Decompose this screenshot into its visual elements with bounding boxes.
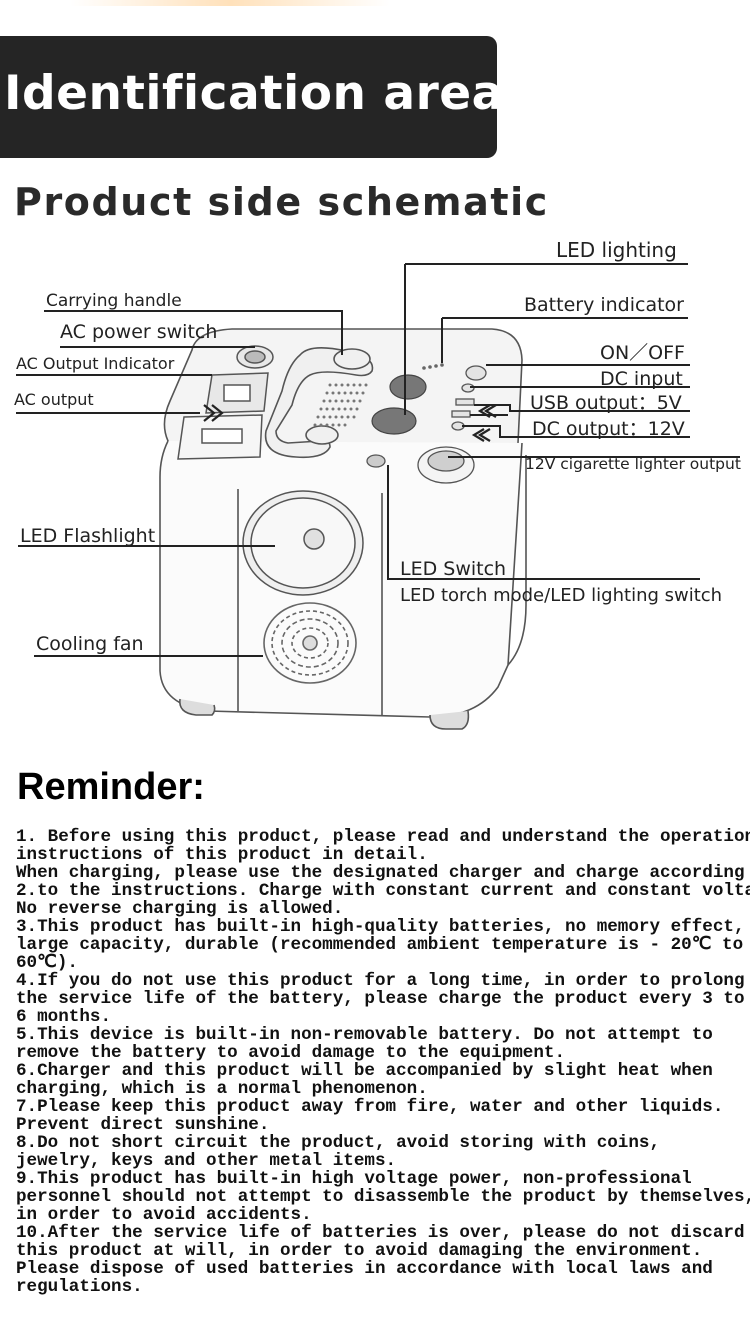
battery-indicator-dots <box>422 363 444 370</box>
label-dc-input: DC input <box>600 368 683 390</box>
leader-lines <box>16 263 740 657</box>
label-led-switch-desc: LED torch mode/LED lighting switch <box>400 585 722 606</box>
label-dc-output: DC output：12V <box>532 418 685 440</box>
led-flashlight-drawing <box>242 490 364 596</box>
label-carrying-handle: Carrying handle <box>46 291 182 311</box>
identification-banner: Identification area <box>0 36 503 158</box>
carrying-handle-drawing <box>264 347 374 459</box>
ac-panel-drawing <box>177 345 274 460</box>
label-usb-output: USB output：5V <box>530 392 682 414</box>
label-ac-power-switch: AC power switch <box>60 321 217 343</box>
arrow-marks <box>203 404 497 442</box>
schematic-title: Product side schematic <box>14 180 549 224</box>
reminder-title: Reminder: <box>17 766 205 808</box>
label-led-flashlight: LED Flashlight <box>20 525 155 547</box>
reminder-body: 1. Before using this product, please rea… <box>16 827 750 1297</box>
label-cooling-fan: Cooling fan <box>36 633 144 655</box>
product-schematic-diagram: LED lighting Carrying handle Battery ind… <box>14 238 741 730</box>
cooling-fan-drawing <box>263 602 357 684</box>
banner-title: Identification area <box>4 66 504 121</box>
top-glow-decoration <box>70 0 390 6</box>
label-ac-output-indicator: AC Output Indicator <box>16 354 175 373</box>
label-ac-output: AC output <box>14 390 94 409</box>
label-battery-indicator: Battery indicator <box>524 294 684 316</box>
label-on-off: ON／OFF <box>600 342 685 364</box>
label-cigarette-lighter: 12V cigarette lighter output <box>525 455 741 473</box>
label-led-switch: LED Switch <box>400 558 506 580</box>
label-led-lighting: LED lighting <box>556 238 677 262</box>
led-lighting-grid <box>313 383 368 427</box>
